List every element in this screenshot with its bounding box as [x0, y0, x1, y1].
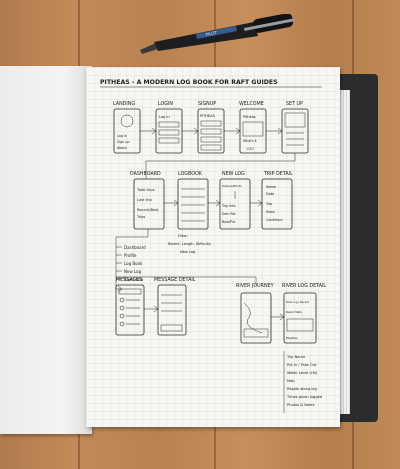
screen-line: Log In [117, 134, 127, 138]
notebook-page-edges [338, 90, 350, 414]
note-item: Trip Name [286, 355, 306, 359]
screen-new-log: NEW LOG Picture/Photo Trip into Dam Rel.… [219, 171, 251, 230]
screen-line: About [117, 146, 127, 150]
sketch-paper: PITHEAS - A MODERN LOG BOOK FOR RAFT GUI… [86, 67, 340, 427]
note-item: Photos & Notes [287, 403, 315, 407]
screen-label: LANDING [113, 101, 135, 107]
screen-line: Stats [266, 210, 275, 214]
screen-label: RIVER JOURNEY [236, 283, 274, 289]
screen-line: PITHEAS [200, 114, 216, 118]
screen-label: WELCOME [239, 101, 264, 107]
note-item: Put In / Take Out [287, 363, 317, 367]
screen-label: SIGNUP [198, 101, 216, 107]
menu-item: Log Book [124, 261, 143, 266]
screen-login: LOGIN Log in [155, 101, 183, 154]
screen-line: What's it [243, 139, 257, 143]
menu-item: River Info [124, 277, 144, 282]
note-item: Map [287, 379, 295, 383]
screen-line: Trip [265, 202, 272, 206]
screen-line: Dam Rel. [222, 212, 236, 216]
screen-trip-detail: TRIP DETAIL Name Date Trip Stats Conditi… [261, 171, 293, 230]
screen-river-journey: RIVER JOURNEY [236, 283, 274, 344]
note-item: Rapids along log [287, 387, 317, 391]
side-menu-list: Dashboard Profile Log Book New Log River… [115, 229, 149, 293]
screen-line: Pitheas [243, 115, 256, 119]
pen-icon: PILOT [140, 14, 294, 54]
screen-line: Trips [136, 215, 145, 219]
screen-line: Date [266, 192, 274, 196]
notebook-left-page [0, 66, 92, 434]
screen-line: Rapid Stats [286, 310, 302, 314]
screen-landing: LANDING Log In Sign up About [113, 101, 141, 154]
screen-logbook: LOGBOOK Filter: Recent, Length, Difficul… [168, 171, 211, 254]
screen-line: Log in [159, 115, 170, 119]
menu-item: Profile [124, 253, 137, 258]
screen-line: Total trips [136, 188, 155, 192]
menu-item: Dashboard [124, 245, 146, 250]
screen-message-detail: MESSAGE DETAIL [154, 277, 196, 336]
screen-messages: MESSAGES [115, 277, 145, 336]
screen-welcome: WELCOME Pitheas What's it GO! [239, 101, 267, 154]
river-log-notes: Trip Name Put In / Take Out Water Level … [283, 351, 322, 413]
pen-brand-label: PILOT [205, 30, 218, 37]
screen-label: TRIP DETAIL [263, 171, 293, 177]
screen-label: LOGIN [158, 101, 173, 107]
screen-signup: SIGNUP PITHEAS [197, 101, 225, 154]
screen-river-log-detail: RIVER LOG DETAIL River log / Recent Rapi… [282, 283, 326, 344]
screen-line: Picture/Photo [222, 184, 242, 188]
wireframe-sketch: PITHEAS - A MODERN LOG BOOK FOR RAFT GUI… [100, 79, 326, 413]
screen-line: Conditions [266, 218, 283, 222]
screen-label: MESSAGES [116, 277, 142, 283]
screen-line: Recent/Best [137, 208, 159, 212]
note-item: Water Level (cfs) [287, 371, 318, 375]
screen-label: LOGBOOK [178, 171, 203, 177]
logbook-filter-label: Filter: [178, 234, 188, 238]
screen-label: RIVER LOG DETAIL [282, 283, 326, 289]
screen-label: NEW LOG [222, 171, 245, 177]
logbook-filter-options: Recent, Length, Difficulty [168, 242, 211, 246]
page-title: PITHEAS - A MODERN LOG BOOK FOR RAFT GUI… [100, 79, 278, 86]
screen-line: Sign up [117, 140, 129, 144]
note-item: Times given logged [286, 395, 322, 399]
logbook-new-log: New Log [180, 250, 195, 254]
screen-line: Weather [286, 336, 299, 340]
screen-line: River log / Recent [286, 300, 309, 304]
screen-dashboard: DASHBOARD Total trips Last trip Recent/B… [130, 171, 165, 230]
screen-line: Trip into [221, 204, 236, 208]
screen-label: DASHBOARD [130, 171, 161, 177]
menu-item: New Log [124, 269, 142, 274]
screen-line: Boat/Put [222, 220, 236, 224]
screen-label: SET UP [286, 101, 303, 107]
screen-label: MESSAGE DETAIL [154, 277, 196, 283]
screen-line: Name [266, 185, 276, 189]
screen-setup: SET UP [281, 101, 309, 154]
screen-line: GO! [247, 147, 254, 151]
screen-line: Last trip [137, 198, 153, 202]
